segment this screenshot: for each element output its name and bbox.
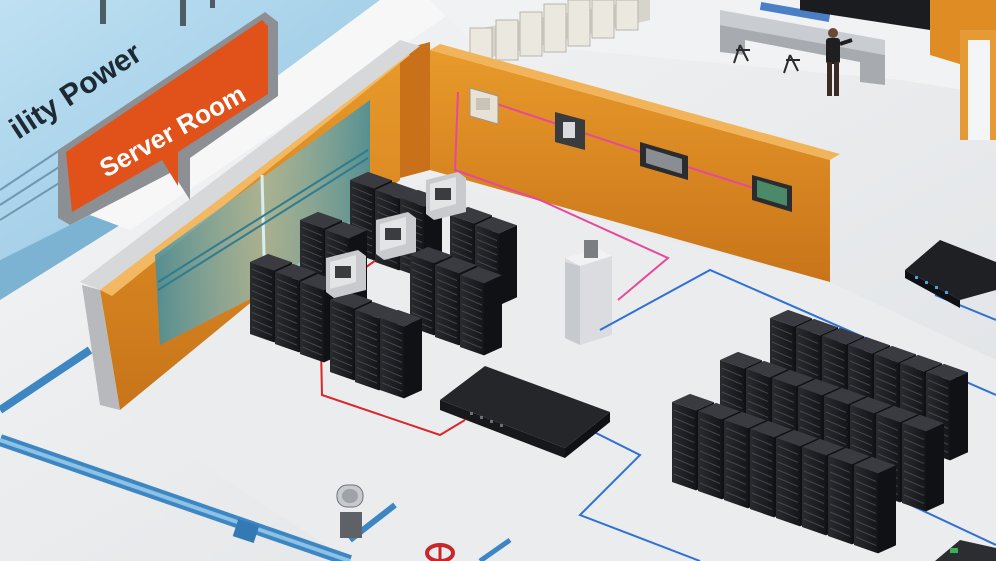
flow-meter-icon — [336, 484, 364, 538]
wall-monitor-icon — [752, 175, 792, 212]
network-switch-icon — [440, 366, 610, 458]
wall-sensor-icon — [469, 87, 499, 125]
server-rack-icon — [380, 309, 422, 399]
server-rack-icon — [460, 266, 502, 356]
pink-cable-wall — [484, 99, 761, 191]
water-pipe — [0, 346, 512, 561]
file-cabinets — [469, 0, 650, 65]
power-meter-icon — [326, 172, 466, 298]
valve-icon — [425, 543, 455, 561]
operator-figure-icon — [826, 28, 853, 96]
control-panel-icon — [555, 112, 585, 150]
io-controller-icon — [565, 240, 612, 345]
doorway — [968, 40, 990, 140]
server-rack-icon — [902, 414, 944, 512]
hmi-display-icon — [640, 142, 688, 180]
server-rack-icon — [854, 456, 896, 554]
io-module-icon — [935, 540, 996, 561]
secondary-switch-icon — [905, 240, 996, 308]
pink-cable — [453, 91, 670, 301]
back-wall — [400, 42, 840, 282]
server-room-sign: Server Room — [58, 12, 278, 225]
